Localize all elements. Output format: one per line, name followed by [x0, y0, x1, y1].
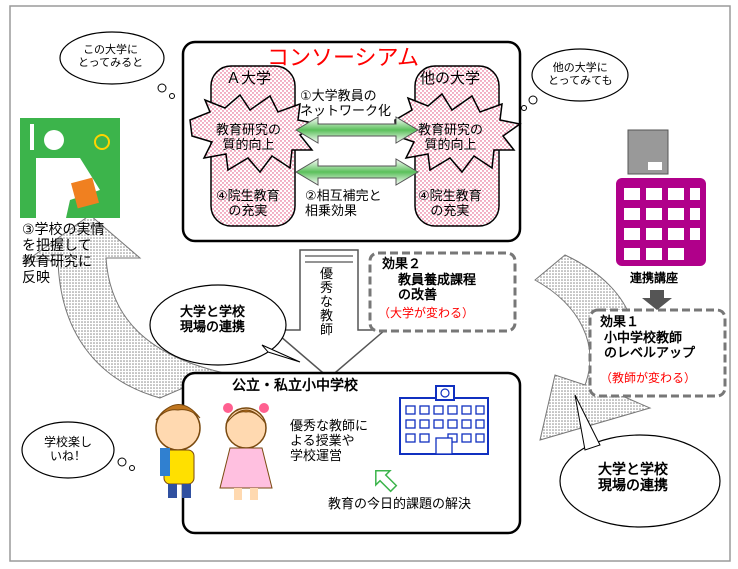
- effect2-body: 教員養成課程 の改善: [398, 273, 477, 303]
- thought-kids-cloud: [21, 421, 115, 479]
- effect2-title: 効果２: [382, 257, 422, 272]
- network-text: ①大学教員の ネットワーク化: [300, 89, 392, 119]
- double-arrow-bottom: [295, 158, 419, 186]
- link-right-bubble: [559, 434, 721, 528]
- effect1-note: （教師が変わる）: [600, 371, 697, 385]
- thought-left-text: この大学に とってみると: [78, 43, 144, 69]
- mutual-text: ②相互補完と 相乗効果: [305, 189, 382, 219]
- univ-other-label: 他の大学: [420, 69, 481, 87]
- small-arrow-icon: [375, 470, 398, 493]
- effect2-box: [368, 251, 517, 333]
- link-right-text: 大学と学校 現場の連携: [598, 462, 668, 495]
- quality-a-text: 教育研究の 質的向上: [216, 123, 282, 153]
- effect1-box: [588, 308, 727, 398]
- down-arrow-text: 優 秀 な 教 師: [320, 267, 334, 339]
- burst-right: [394, 92, 522, 174]
- renkei-label: 連携講座: [630, 271, 679, 285]
- double-arrow-top: [295, 116, 419, 144]
- thought-right-text: 他の大学に とってみても: [548, 61, 613, 87]
- link-left-bubble: [149, 284, 287, 366]
- grad-a-text: ④院生教育 の充実: [216, 189, 280, 219]
- link-left-text: 大学と学校 現場の連携: [180, 305, 246, 335]
- kids-illustration: [155, 403, 273, 500]
- school-reflect-text: ③学校の実情 を把握して 教育研究に 反映: [22, 222, 105, 287]
- univ-a-label: Ａ大学: [226, 69, 272, 87]
- effect2-note: （大学が変わる）: [378, 306, 475, 320]
- solution-text: 教育の今日的課題の解決: [328, 497, 472, 512]
- effect1-body: 小中学校教師 のレベルアップ: [604, 331, 696, 361]
- quality-other-text: 教育研究の 質的向上: [418, 123, 484, 153]
- good-teacher-text: 優秀な教師に よる授業や 学校運営: [290, 419, 369, 464]
- consortium-title: コンソーシアム: [267, 46, 420, 71]
- renkei-arrow: [642, 290, 672, 310]
- down-arrow: [270, 249, 388, 379]
- effect1-title: 効果１: [600, 315, 640, 330]
- thought-left-cloud: [59, 31, 165, 85]
- burst-left: [189, 93, 321, 174]
- school-title: 公立・私立小中学校: [232, 378, 358, 394]
- thought-kids-text: 学校楽し いね！: [44, 435, 93, 463]
- grad-other-text: ④院生教育 の充実: [418, 189, 482, 219]
- thought-right-cloud: [531, 48, 629, 102]
